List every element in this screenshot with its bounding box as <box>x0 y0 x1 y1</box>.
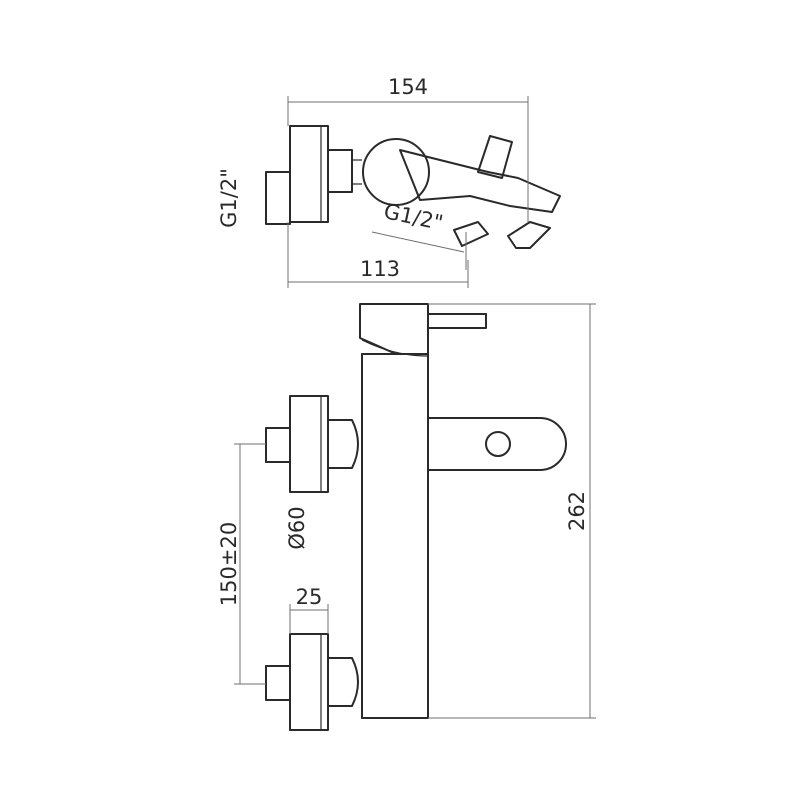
top-inlet-stub <box>265 171 291 225</box>
top-spout <box>399 149 561 213</box>
upper-connector-nut <box>327 419 359 469</box>
front-lever-stem <box>427 313 487 329</box>
front-lever-handle <box>359 303 429 355</box>
dim-154-label: 154 <box>388 75 428 99</box>
dim-150-label: 150±20 <box>217 522 241 606</box>
front-spout <box>428 417 567 471</box>
front-diverter-knob <box>485 431 511 457</box>
upper-inlet-stub <box>265 427 291 463</box>
top-spout-nozzle <box>507 221 551 249</box>
thread-inlet-label: G1/2" <box>217 168 241 228</box>
front-main-body <box>361 353 429 719</box>
thread-outlet-label: G1/2" <box>382 199 445 235</box>
front-view: 150±20 Ø60 25 262 <box>217 303 596 731</box>
top-mixer-body <box>362 138 430 206</box>
front-lever-base-curve <box>361 339 429 357</box>
dim-262-label: 262 <box>565 491 589 531</box>
dim-25-label: 25 <box>296 585 323 609</box>
lower-connector-nut <box>327 657 359 707</box>
dim-diameter-label: Ø60 <box>285 506 309 549</box>
dim-113-label: 113 <box>360 257 400 281</box>
top-connector-nut <box>327 149 353 193</box>
lower-eccentric-flange <box>289 633 329 731</box>
top-diverter-outlet <box>453 221 489 247</box>
lower-inlet-stub <box>265 665 291 701</box>
thread-outlet-leader <box>371 231 465 253</box>
top-view: 154 G1/2" G1/2" 113 <box>217 75 561 288</box>
upper-eccentric-flange <box>289 395 329 493</box>
top-lever <box>477 135 513 179</box>
top-eccentric-flange <box>289 125 329 223</box>
